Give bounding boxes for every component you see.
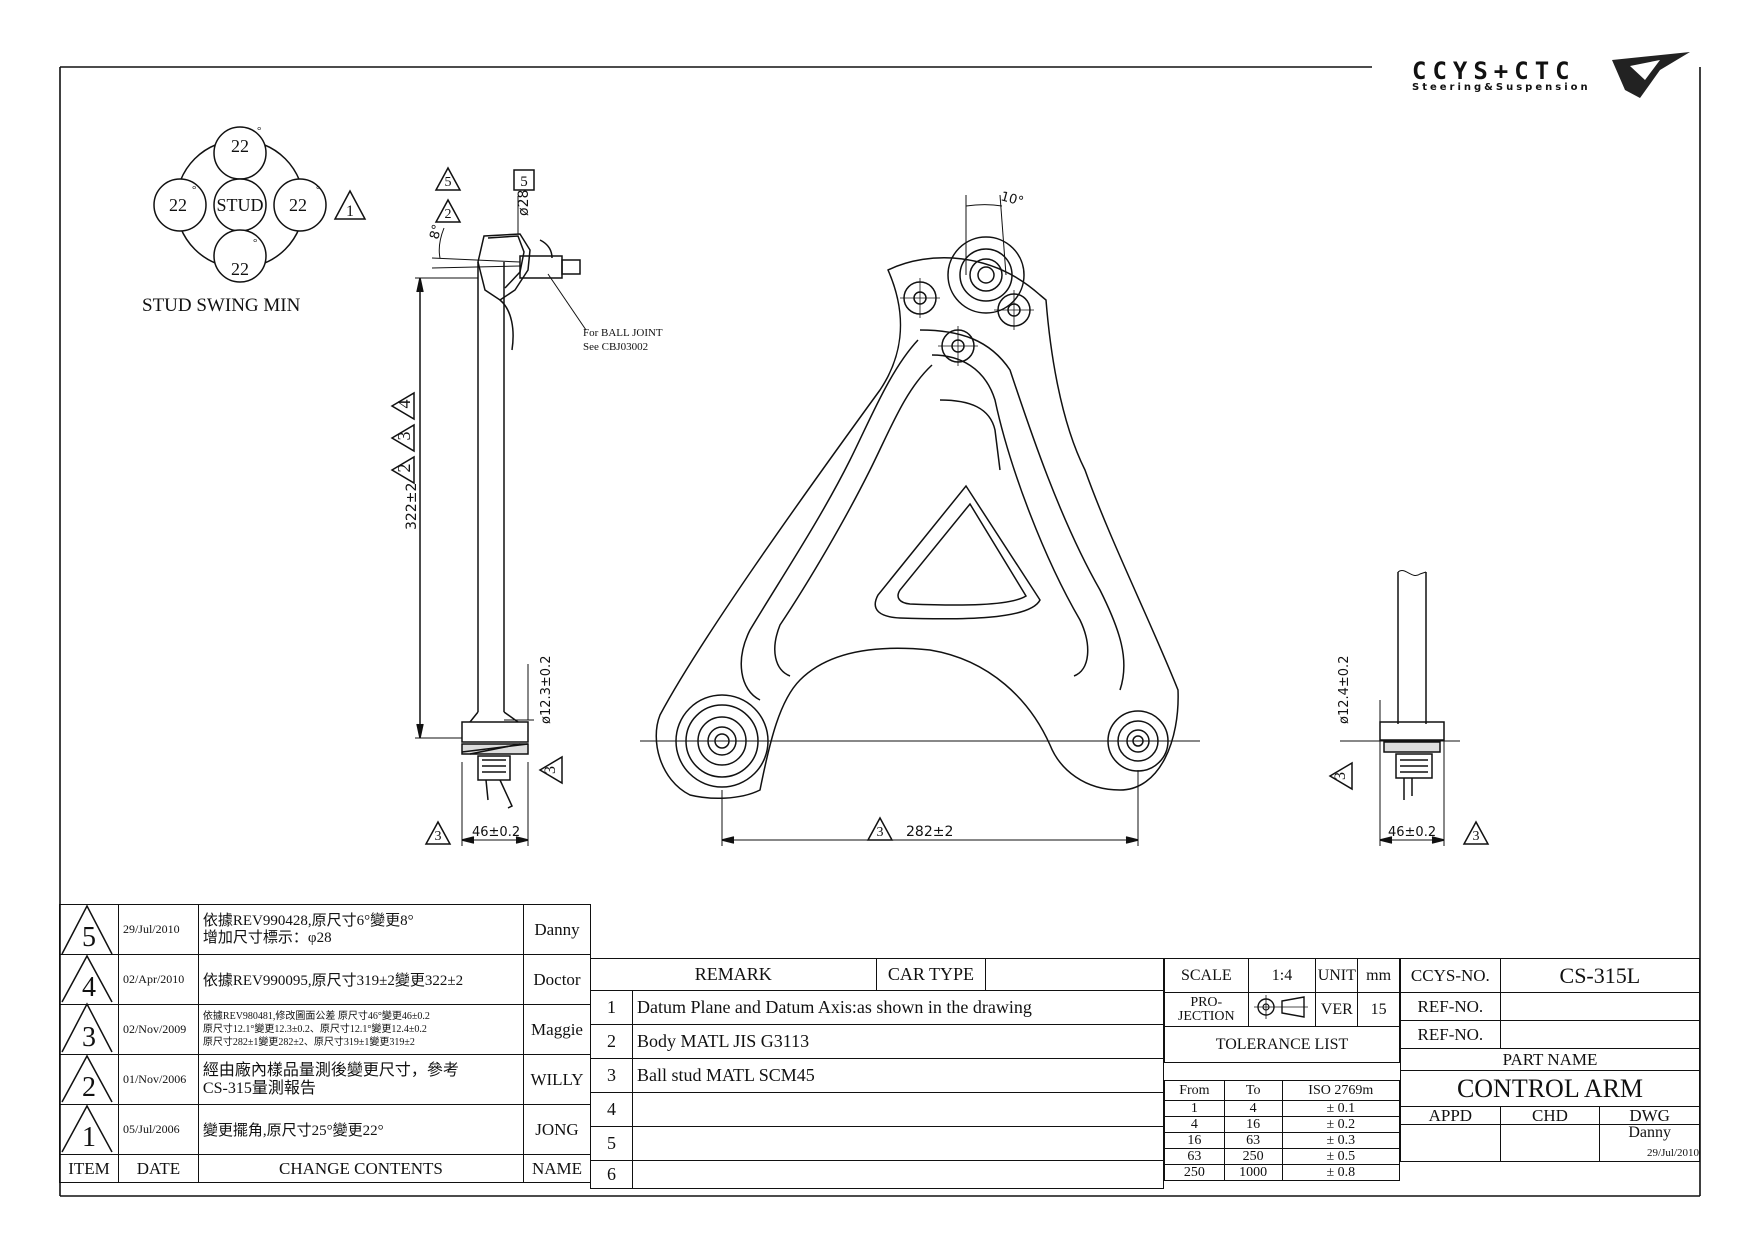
angle-8-label: 8°	[427, 223, 445, 241]
revision-row: 4 02/Apr/2010 依據REV990095,原尺寸319±2變更322±…	[59, 954, 591, 1005]
front-view	[640, 194, 1200, 846]
part-info-block: CCYS-NO. CS-315L REF-NO. REF-NO. PART NA…	[1400, 958, 1701, 1162]
width-46-label: 46±0.2	[472, 825, 520, 840]
projection-symbol-icon	[1253, 995, 1308, 1019]
boxed-rev-tag: 5	[520, 174, 528, 190]
svg-text:°: °	[257, 125, 261, 137]
stud-swing-diagram	[153, 126, 367, 283]
revision-triangle	[333, 189, 367, 220]
svg-text:2: 2	[394, 464, 414, 473]
remark-row: 2 Body MATL JIS G3113	[590, 1024, 1165, 1059]
right-view-labels: ø12.4±0.2 46±0.2 3 3	[1332, 656, 1480, 844]
stud-swing-label: STUD SWING MIN	[142, 295, 301, 316]
svg-text:22: 22	[169, 195, 187, 215]
revision-row: 1 05/Jul/2006 變更擺角,原尺寸25°變更22° JONG	[59, 1104, 591, 1155]
revision-row: 5 29/Jul/2010 依據REV990428,原尺寸6°變更8°增加尺寸標…	[59, 904, 591, 955]
svg-text:22: 22	[289, 195, 307, 215]
angle-10-label: 10°	[999, 189, 1025, 209]
right-width-label: 46±0.2	[1388, 825, 1436, 840]
revision-row: 3 02/Nov/2009 依據REV980481,修改圖面公差 原尺寸46°變…	[59, 1004, 591, 1055]
svg-text:3: 3	[1332, 772, 1349, 780]
side-view	[390, 166, 587, 846]
length-322-label: 322±2	[404, 483, 420, 530]
svg-text:3: 3	[542, 766, 559, 774]
remark-row: 5	[590, 1126, 1165, 1161]
part-number: CS-315L	[1499, 958, 1701, 993]
svg-text:2: 2	[445, 207, 452, 222]
svg-text:22: 22	[231, 136, 249, 156]
svg-text:°: °	[253, 237, 257, 249]
svg-text:3: 3	[394, 432, 414, 441]
ball-joint-note: For BALL JOINT	[583, 327, 663, 339]
svg-text:5: 5	[445, 175, 452, 190]
tolerance-list-title: TOLERANCE LIST	[1164, 1026, 1400, 1063]
revision-header-row: ITEM DATE CHANGE CONTENTS NAME	[59, 1154, 591, 1183]
company-logo: CCYS+CTC Steering&Suspension	[1412, 52, 1690, 98]
svg-text:3: 3	[1473, 829, 1480, 844]
part-name: CONTROL ARM	[1400, 1070, 1700, 1107]
svg-text:°: °	[192, 184, 196, 196]
svg-text:°: °	[316, 184, 320, 196]
front-view-labels: 10° 3 282±2	[877, 189, 1026, 840]
remark-row: 6	[590, 1160, 1165, 1189]
svg-text:1: 1	[346, 203, 354, 220]
right-dia-label: ø12.4±0.2	[1337, 656, 1352, 724]
side-view-labels: 5 2 5 4 3 2 3 3 ø28 8° 322±2 ø12.3±0.2 4…	[394, 174, 663, 844]
drawn-by: Danny	[1628, 1124, 1671, 1141]
ball-joint-ref: See CBJ03002	[583, 341, 648, 353]
stud-swing-labels: 22 STUD 22 22 22 ° ° ° ° 1 STUD SWING MI…	[142, 125, 354, 316]
logo-subtitle: Steering&Suspension	[1412, 82, 1591, 93]
svg-text:4: 4	[394, 400, 414, 409]
svg-text:3: 3	[435, 829, 442, 844]
svg-text:22: 22	[231, 259, 249, 279]
logo-text: CCYS+CTC	[1412, 57, 1576, 85]
remark-row: 4	[590, 1092, 1165, 1127]
remark-row: 3 Ball stud MATL SCM45	[590, 1058, 1165, 1093]
revision-table: 5 29/Jul/2010 依據REV990428,原尺寸6°變更8°增加尺寸標…	[59, 904, 591, 1183]
svg-text:3: 3	[877, 825, 884, 840]
stud-dia-label: ø12.3±0.2	[539, 656, 554, 724]
right-view	[1328, 570, 1490, 846]
remarks-table: REMARK CAR TYPE 1 Datum Plane and Datum …	[590, 958, 1165, 1189]
scale-block: SCALE 1:4 UNIT mm PRO-JECTION VER 15 TOL…	[1164, 958, 1400, 1063]
span-282-label: 282±2	[906, 824, 953, 840]
svg-text:STUD: STUD	[216, 195, 263, 215]
logo-mark-icon	[1612, 52, 1690, 98]
drawn-date: 29/Jul/2010	[1647, 1147, 1699, 1159]
dia-28-label: ø28	[516, 190, 532, 216]
remark-row: 1 Datum Plane and Datum Axis:as shown in…	[590, 990, 1165, 1025]
remarks-header-row: REMARK CAR TYPE	[590, 958, 1164, 991]
